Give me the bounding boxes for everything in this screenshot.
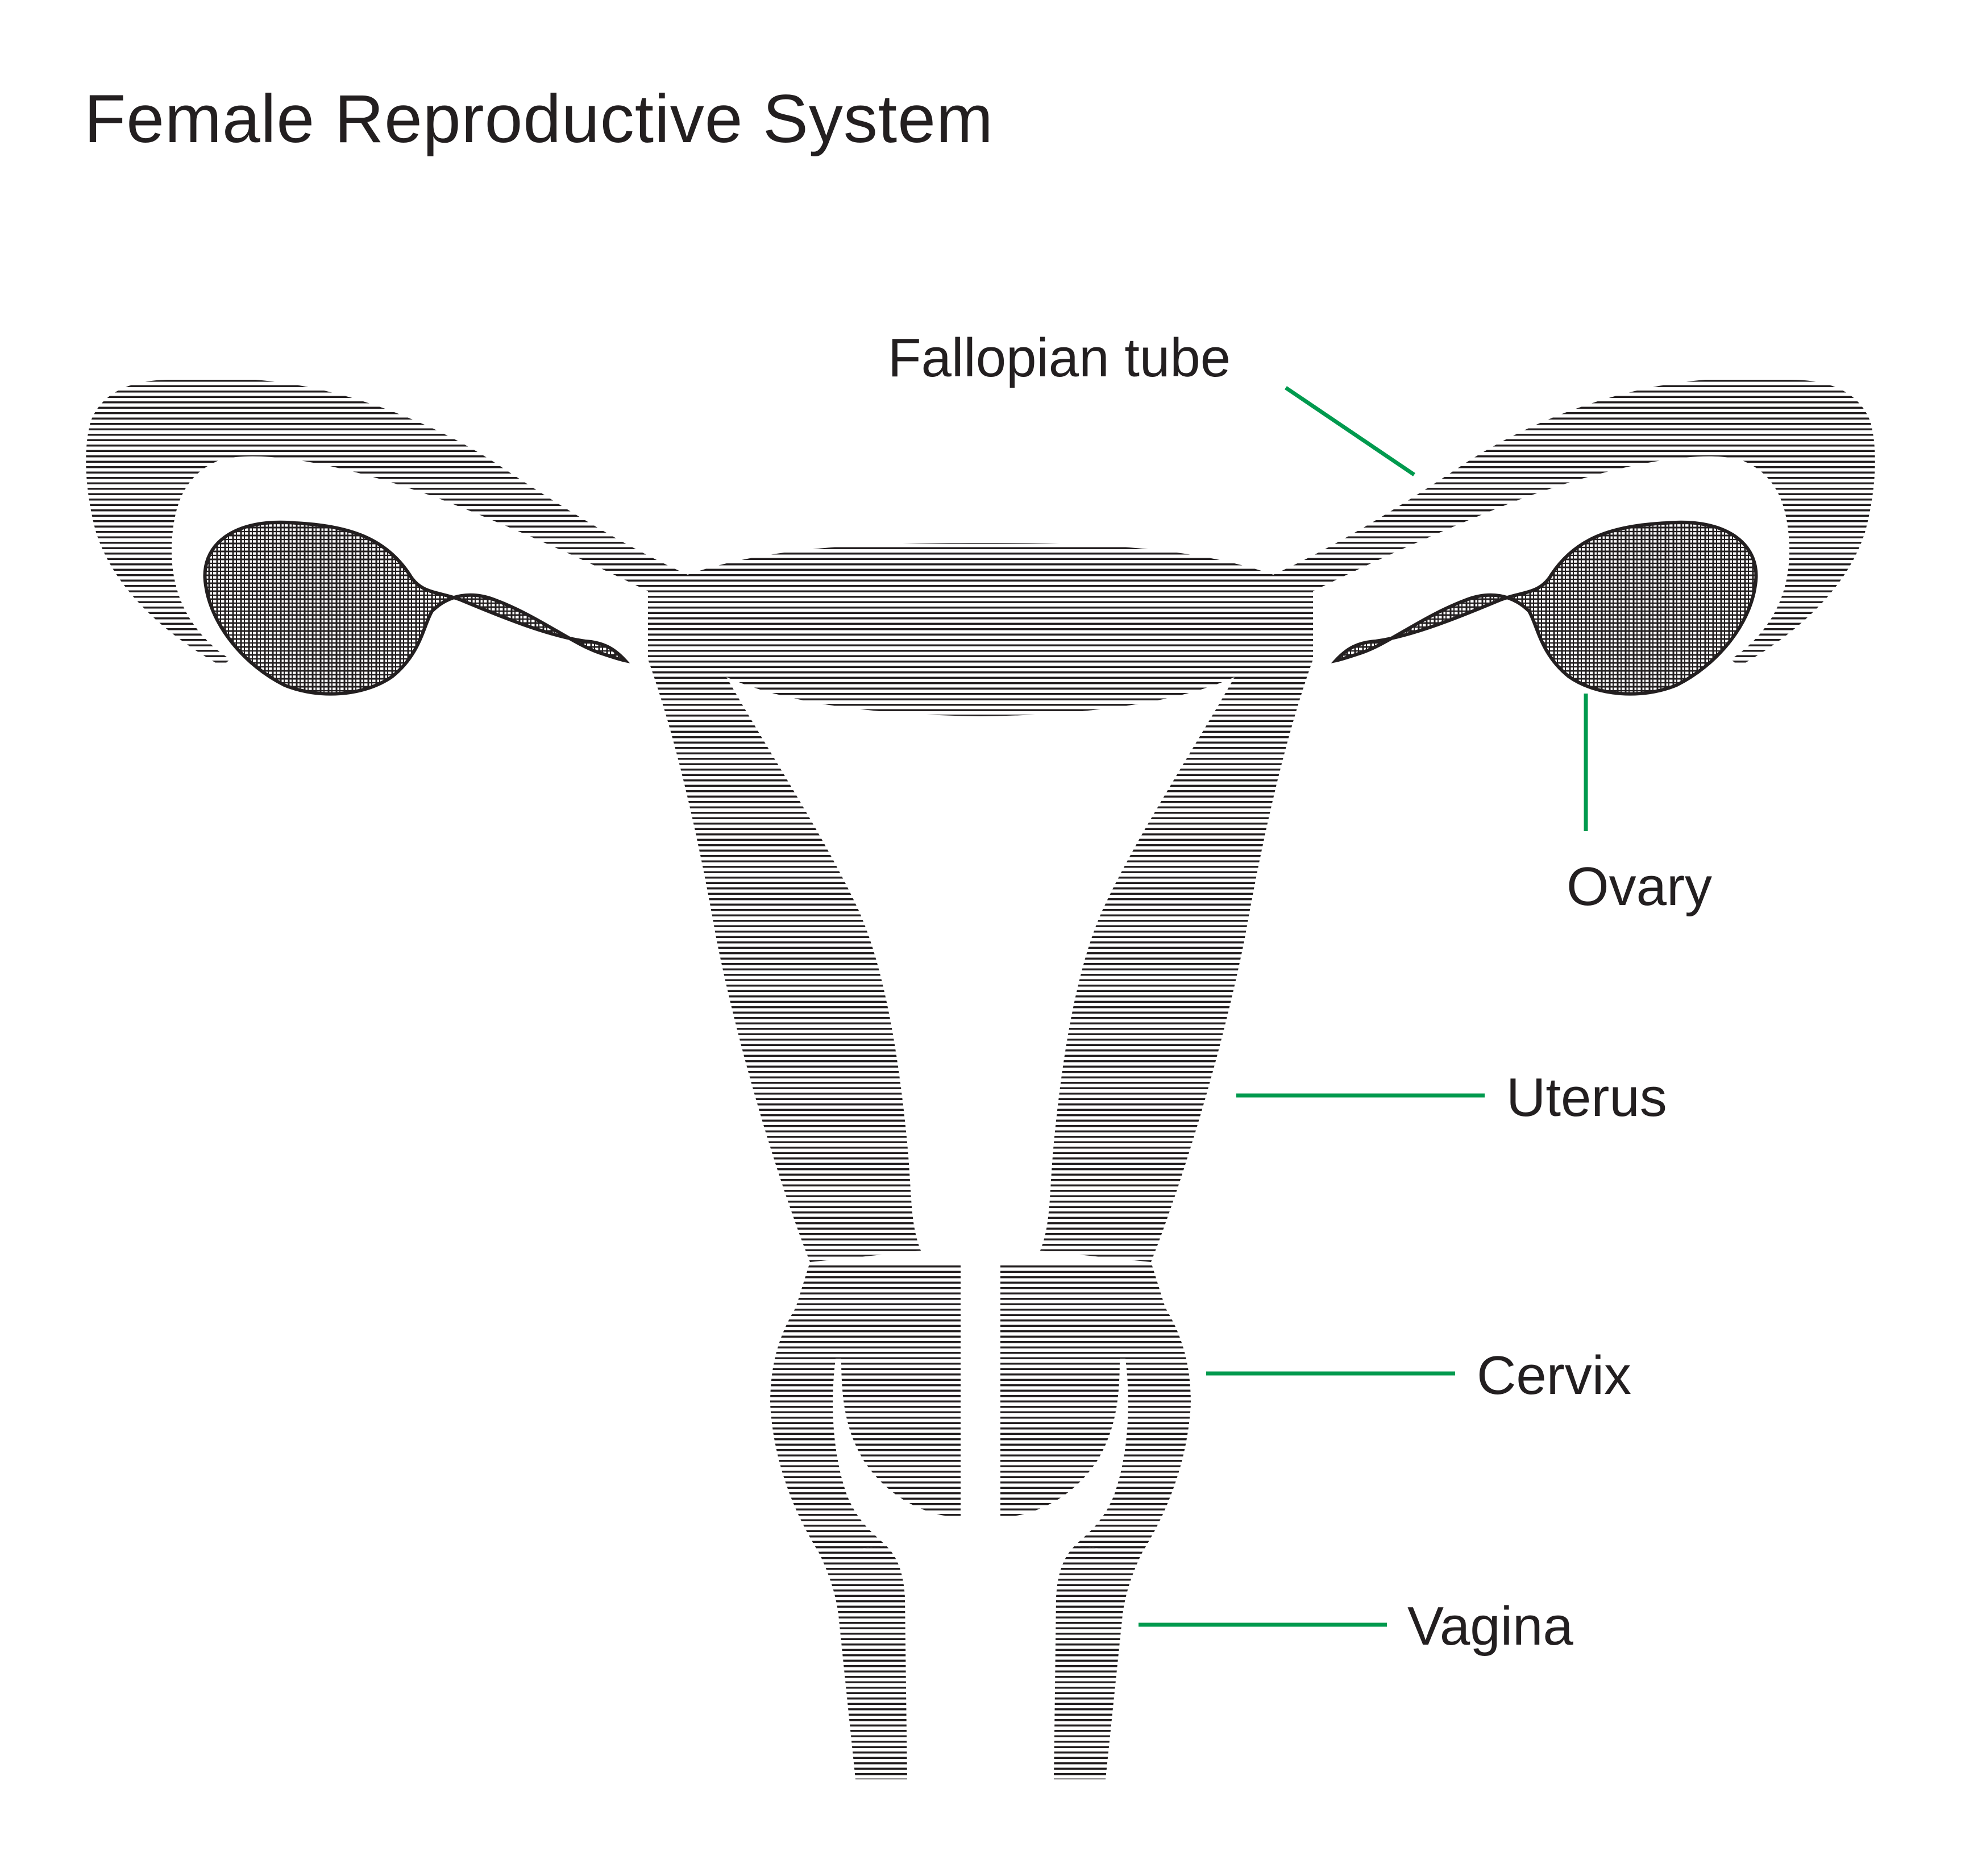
leader-lines bbox=[1139, 386, 1588, 1627]
fallopian-tube-label: Fallopian tube bbox=[888, 327, 1231, 388]
vagina-right bbox=[1054, 1546, 1142, 1779]
cervix-label: Cervix bbox=[1477, 1345, 1631, 1406]
ovary-label: Ovary bbox=[1567, 856, 1712, 917]
cervix-right bbox=[1000, 1262, 1191, 1552]
fallopian-tube-leader bbox=[1285, 386, 1415, 476]
vagina-label: Vagina bbox=[1407, 1596, 1573, 1657]
uterus-fundus bbox=[648, 543, 1313, 716]
cervix-left bbox=[770, 1262, 961, 1552]
uterus-label: Uterus bbox=[1506, 1067, 1667, 1128]
vagina-left bbox=[819, 1546, 907, 1779]
uterus-right-wall bbox=[1040, 591, 1313, 1262]
right-fallopian-tube bbox=[1250, 380, 1875, 666]
left-ovary bbox=[203, 520, 630, 696]
uterus-left-wall bbox=[648, 591, 921, 1262]
left-fallopian-tube bbox=[86, 380, 711, 666]
diagram-title: Female Reproductive System bbox=[84, 81, 994, 157]
right-ovary bbox=[1331, 520, 1758, 696]
